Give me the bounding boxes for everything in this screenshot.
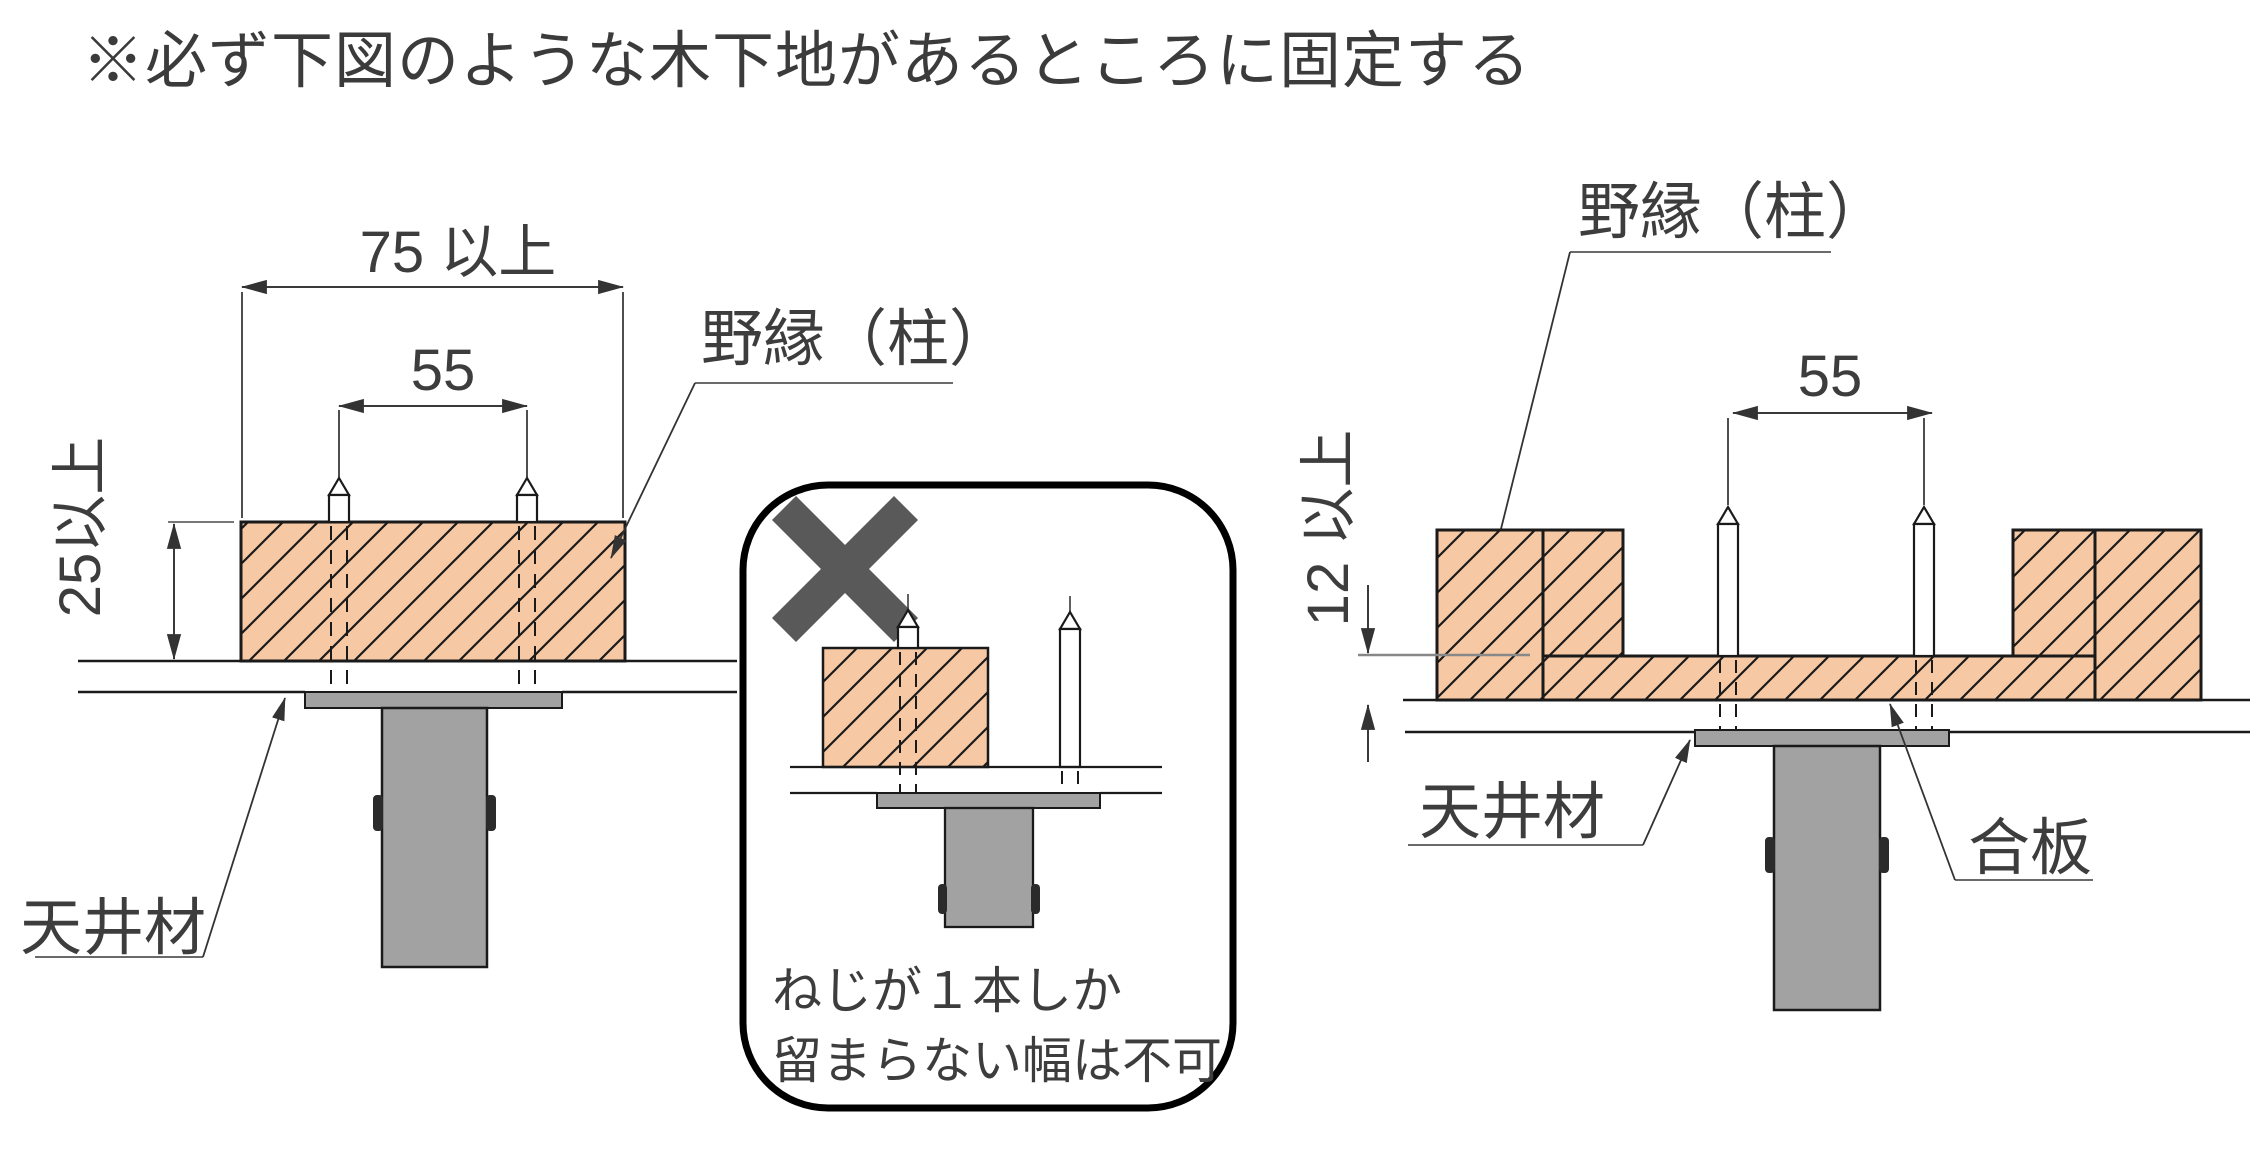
furring-block (239, 520, 627, 663)
ceiling-leader-line (1642, 739, 1691, 846)
mount-plate (1694, 729, 1950, 747)
screw-missing-block (1058, 596, 1082, 808)
pole-clip-left (373, 795, 383, 831)
furring-column-right-outer (2093, 528, 2203, 702)
pole-clip-right (1879, 837, 1889, 873)
pole-clip-right (486, 795, 496, 831)
mount-plate (304, 691, 563, 709)
ceiling-material-label: 天井材 (20, 894, 206, 963)
box-mount-pole (943, 806, 1035, 929)
screw-pitch-dimension-label: 55 (1798, 344, 1863, 409)
furring-column-right-inner (2011, 528, 2097, 658)
prohibited-note-line2: 留まらない幅は不可 (772, 1033, 1222, 1089)
prohibited-note-line1: ねじが１本しか (772, 963, 1122, 1019)
furring-label: 野縁（柱） (701, 305, 1011, 374)
furring-column-left-outer (1435, 528, 1545, 702)
thickness-dimension-label: 12 以上 (1296, 430, 1361, 627)
left-diagram: 75 以上 55 25以上 (20, 220, 1011, 969)
ceiling-material-label: 天井材 (1419, 778, 1605, 847)
box-pole-clip-left (938, 884, 947, 914)
screw-left (1716, 504, 1740, 748)
box-pole-clip-right (1031, 884, 1040, 914)
width-dimension-label: 75 以上 (360, 220, 557, 285)
mount-pole (380, 706, 489, 969)
page-title: ※必ず下図のような木下地があるところに固定する (82, 27, 1532, 96)
x-mark-icon (771, 495, 919, 643)
plywood-leader-line (1889, 703, 1956, 881)
furring-leader-line (610, 382, 696, 559)
screw-right (515, 475, 539, 712)
right-diagram: 野縁（柱） 55 (1296, 178, 2250, 1012)
pole-clip-left (1765, 837, 1775, 873)
ceiling-leader-line (202, 697, 286, 958)
screw-pitch-dimension-label: 55 (411, 338, 476, 403)
screw-left (327, 475, 351, 712)
box-mount-plate (876, 792, 1101, 809)
furring-column-left-inner (1541, 528, 1625, 658)
plywood-board (1541, 654, 2097, 702)
plywood-label: 合板 (1968, 814, 2092, 883)
screw-right (1912, 504, 1936, 748)
prohibited-box: ねじが１本しか 留まらない幅は不可 (739, 481, 1237, 1112)
furring-leader-line (1492, 251, 1571, 562)
narrow-furring-block (821, 646, 990, 769)
mount-pole (1772, 744, 1882, 1012)
screw-in-block (896, 594, 920, 808)
height-dimension-label: 25以上 (48, 437, 113, 618)
furring-label: 野縁（柱） (1578, 178, 1888, 247)
